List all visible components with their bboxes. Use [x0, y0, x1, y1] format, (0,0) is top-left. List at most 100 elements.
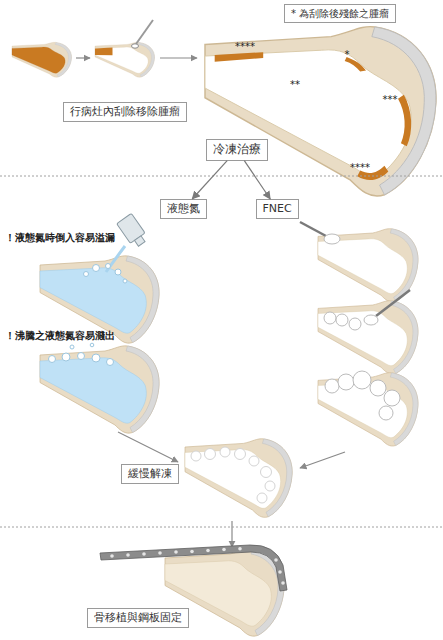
- liquid-nitrogen: [40, 358, 146, 423]
- step-arrow: [76, 57, 90, 58]
- plate-hole: [142, 552, 146, 556]
- liquid-nitrogen: [40, 268, 146, 333]
- curette-tip: [132, 44, 139, 48]
- warning-note: ！液態氮時倒入容易溢漏: [5, 232, 115, 244]
- splash: [84, 272, 89, 277]
- callout-number: ****: [350, 162, 370, 174]
- tumor: [95, 48, 113, 56]
- warning-note: ！沸騰之液態氮容易濺出: [5, 330, 115, 342]
- bone: [40, 346, 159, 433]
- cavity: [205, 50, 411, 177]
- flask-neck: [134, 236, 145, 246]
- frost: [265, 481, 275, 491]
- frost: [220, 447, 230, 457]
- process-box: 冷凍治療: [206, 139, 268, 161]
- curette: [136, 20, 153, 44]
- process-box: 緩慢解凍: [121, 464, 179, 484]
- fnec-paste: [370, 380, 386, 396]
- cartilage: [390, 373, 418, 446]
- box-text: 行病灶內刮除移除腫瘤: [70, 105, 180, 119]
- bone-fnec: [318, 301, 418, 374]
- fnec-paste: [336, 314, 348, 326]
- residual-tumor: [398, 95, 411, 146]
- section-divider: [0, 527, 443, 528]
- frost: [205, 449, 216, 460]
- bone-curetted: [205, 27, 436, 196]
- cavity: [95, 47, 148, 73]
- plate-hole: [281, 581, 285, 585]
- process-box: 液態氮: [160, 199, 207, 219]
- plate-hole: [278, 570, 282, 574]
- plate-hole: [238, 547, 242, 551]
- cartilage: [390, 229, 418, 302]
- plate-hole: [206, 549, 210, 553]
- bone-curettage: [95, 42, 155, 77]
- flask: [117, 213, 150, 249]
- plate: [100, 545, 287, 591]
- box-text: * 為刮除後殘餘之腫瘤: [291, 7, 389, 20]
- process-box: FNEC: [256, 199, 299, 219]
- fnec-paste: [324, 312, 336, 324]
- process-box: 行病灶內刮除移除腫瘤: [63, 102, 187, 122]
- bubble: [62, 353, 70, 361]
- plate-hole: [174, 550, 178, 554]
- process-box: 骨移植與鋼板固定: [87, 608, 189, 628]
- splash: [115, 269, 121, 275]
- bubble: [107, 359, 114, 366]
- box-text: 冷凍治療: [213, 142, 261, 158]
- cartilage: [390, 301, 418, 374]
- cartilage: [126, 256, 159, 343]
- bubble: [49, 356, 56, 363]
- frost: [261, 467, 272, 478]
- bubble: [78, 353, 85, 360]
- callout-number: *: [345, 49, 350, 61]
- box-text: 骨移植與鋼板固定: [94, 611, 182, 625]
- plate-hole: [222, 548, 226, 552]
- splash: [93, 265, 100, 272]
- cavity: [185, 450, 281, 509]
- callout-number: ***: [383, 94, 398, 106]
- plate-hole: [190, 550, 194, 554]
- droplet: [70, 345, 74, 349]
- frost: [249, 456, 259, 466]
- frost: [257, 493, 267, 503]
- tumor: [12, 47, 65, 73]
- fnec-paste: [324, 234, 340, 244]
- callout-number: ****: [235, 41, 255, 53]
- cartilage: [55, 42, 72, 77]
- splash: [123, 279, 127, 283]
- spatula: [376, 290, 410, 316]
- step-arrow: [118, 432, 178, 462]
- callout-number: **: [290, 79, 300, 91]
- fnec-paste: [353, 371, 371, 389]
- fnec-paste: [379, 406, 393, 420]
- bone: [185, 439, 292, 518]
- bone-fnec: [318, 229, 418, 302]
- flow-arrow: [244, 161, 270, 199]
- fnec-paste: [338, 374, 354, 390]
- plate-hole: [126, 553, 130, 557]
- step-arrow: [160, 57, 197, 58]
- frost: [191, 451, 201, 461]
- step-arrow: [231, 521, 232, 547]
- bone: [205, 27, 436, 196]
- plate-holes: [110, 547, 285, 585]
- fnec-paste: [325, 379, 339, 393]
- flow-arrow: [192, 161, 227, 199]
- fnec-paste: [364, 315, 378, 325]
- fnec-paste: [349, 318, 361, 330]
- cavity: [318, 311, 407, 366]
- droplet: [90, 343, 94, 347]
- section-divider: [0, 176, 443, 177]
- plate-hole: [274, 558, 278, 562]
- frost: [235, 449, 246, 460]
- bubble: [92, 354, 100, 362]
- box-text: 液態氮: [167, 202, 200, 216]
- bone-thawing: [185, 439, 292, 518]
- cavity: [318, 239, 407, 294]
- bone: [318, 301, 418, 374]
- spatula: [300, 222, 326, 236]
- cartilage: [138, 42, 155, 77]
